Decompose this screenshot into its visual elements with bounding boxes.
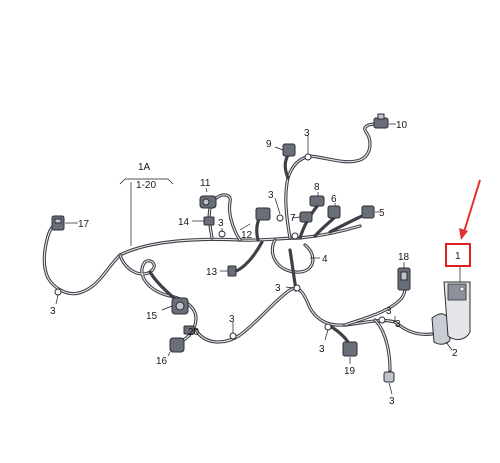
label-6: 6	[331, 194, 337, 205]
connector-10	[373, 113, 389, 129]
label-17: 17	[78, 219, 90, 230]
label-3-lower: 3	[229, 314, 235, 325]
connector-18	[397, 267, 411, 291]
label-3-extra: 3	[386, 306, 392, 317]
label-2: 2	[452, 348, 458, 359]
label-5: 5	[379, 208, 385, 219]
label-8: 8	[314, 182, 320, 193]
label-3-top: 3	[304, 128, 310, 139]
label-10: 10	[396, 120, 408, 131]
label-14: 14	[178, 217, 190, 228]
leader-lines	[55, 123, 461, 395]
connector-8	[309, 195, 325, 207]
part-2-housing	[431, 281, 471, 345]
connector-17	[51, 215, 65, 231]
branch-to-2	[373, 318, 434, 382]
center-lower-run	[194, 286, 397, 344]
label-3-left: 3	[50, 306, 56, 317]
connector-19	[342, 341, 358, 357]
red-highlight-box	[445, 243, 471, 267]
part-labels: 1A 1-20 1 2 3 3 3 3 3 3 3 3 3 3 4 5 6 7 …	[50, 120, 461, 407]
label-16: 16	[156, 356, 168, 367]
connector-7	[299, 211, 313, 223]
label-3-bottom: 3	[389, 396, 395, 407]
left-branch	[42, 220, 122, 296]
red-arrow-icon	[463, 179, 481, 233]
label-3-center: 3	[275, 283, 281, 294]
connector-3-bottom	[383, 371, 395, 383]
connector-13	[227, 265, 237, 277]
label-19: 19	[344, 366, 356, 377]
bracket-1a	[119, 178, 174, 185]
label-3-12: 3	[268, 190, 274, 201]
connector-14	[203, 216, 215, 226]
harness-bundle	[42, 122, 434, 382]
connector-15	[171, 297, 189, 315]
connector-6	[327, 205, 341, 219]
label-1a: 1A	[138, 162, 151, 173]
connector-11	[199, 195, 217, 209]
connectors	[51, 113, 411, 383]
label-7: 7	[290, 213, 296, 224]
connector-5	[361, 205, 375, 219]
label-13: 13	[206, 267, 218, 278]
label-12: 12	[241, 230, 253, 241]
label-11: 11	[200, 178, 211, 189]
clips	[54, 153, 386, 340]
label-15: 15	[146, 311, 158, 322]
label-9: 9	[266, 139, 272, 150]
connector-12	[255, 207, 271, 221]
label-4: 4	[322, 254, 328, 265]
label-3-bottom-center: 3	[319, 344, 325, 355]
label-3-right: 3	[395, 319, 401, 330]
connector-9	[282, 143, 296, 157]
highlight-callout	[445, 179, 481, 267]
connector-16	[169, 337, 185, 353]
label-3-14: 3	[218, 218, 224, 229]
label-1: 1	[455, 251, 461, 262]
label-20: 20	[188, 327, 200, 338]
label-18: 18	[398, 252, 410, 263]
label-1-20: 1-20	[136, 180, 156, 191]
red-arrowhead-icon	[459, 228, 468, 240]
